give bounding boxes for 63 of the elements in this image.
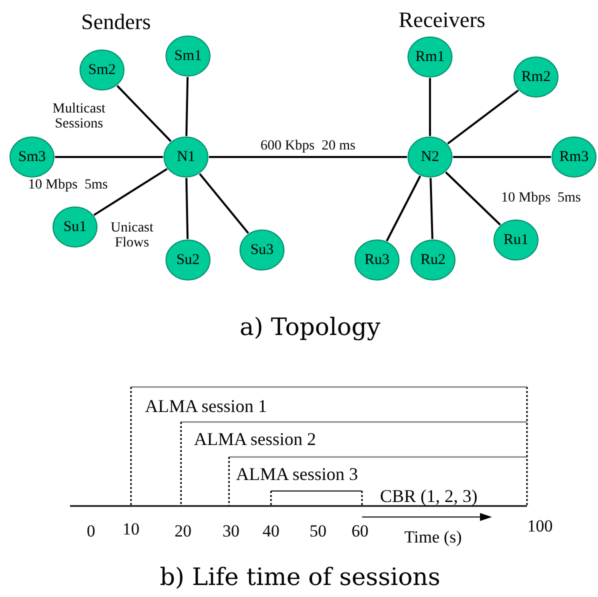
node-label: Su2	[176, 252, 200, 268]
bar-label: ALMA session 1	[145, 397, 268, 417]
group-heading: Senders	[81, 10, 151, 34]
node-label: Rm1	[415, 48, 445, 66]
link-line	[386, 176, 422, 242]
link-annotation: 10 Mbps 5ms	[28, 177, 108, 193]
annotation: Multicast Sessions	[52, 102, 106, 132]
link-annotation: 10 Mbps 5ms	[501, 190, 581, 206]
link-line	[185, 76, 189, 136]
network-node	[9, 136, 55, 178]
edge-label: 600 Kbps 20 ms	[260, 138, 356, 154]
bar-label: ALMA session 3	[236, 465, 358, 485]
link-line	[198, 173, 250, 234]
network-node	[79, 49, 125, 91]
link-line	[447, 90, 519, 144]
node-label: N2	[420, 148, 440, 166]
tick-label: 30	[222, 522, 240, 542]
node-label: Ru3	[364, 252, 390, 268]
network-node	[410, 239, 456, 281]
figure-caption: a) Topology	[240, 314, 380, 340]
network-node	[52, 206, 98, 248]
link-line	[93, 168, 168, 216]
network-node	[354, 239, 400, 281]
node-label: Ru1	[503, 232, 528, 248]
tick-label: 60	[352, 522, 368, 542]
node-label: N1	[176, 148, 196, 166]
node-label: Sm2	[88, 62, 116, 78]
network-node	[551, 136, 597, 178]
network-node	[513, 56, 559, 98]
node-label: Ru2	[420, 252, 446, 268]
tick-label: 0	[86, 522, 96, 542]
tick-label: 50	[310, 522, 326, 542]
figure-caption: b) Life time of sessions	[160, 564, 440, 590]
link-line	[55, 156, 163, 158]
axis-title: Time (s)	[404, 528, 462, 548]
network-node	[165, 35, 211, 77]
link-line	[116, 85, 172, 142]
bar-label: CBR (1, 2, 3)	[380, 487, 478, 507]
network-node	[493, 219, 539, 261]
tick-label: 10	[122, 520, 140, 540]
node-label: Sm1	[174, 48, 202, 64]
network-node	[163, 136, 209, 178]
link-line	[445, 172, 501, 226]
tick-label: 100	[527, 518, 553, 536]
bar-label: ALMA session 2	[194, 430, 316, 450]
network-node	[165, 239, 211, 281]
link-line	[453, 156, 551, 158]
annotation: Unicast Flows	[110, 220, 154, 252]
network-node	[407, 136, 453, 178]
node-label: Rm2	[521, 68, 551, 86]
network-node	[239, 229, 285, 271]
link-line	[209, 156, 407, 158]
tick-label: 20	[174, 522, 192, 542]
link-line	[429, 78, 431, 136]
tick-label: 40	[262, 522, 280, 542]
node-label: Sm3	[18, 148, 46, 166]
node-label: Su3	[250, 242, 274, 258]
node-label: Rm3	[559, 148, 589, 166]
node-label: Su1	[63, 218, 87, 236]
group-heading: Receivers	[398, 8, 486, 32]
link-line	[185, 178, 189, 240]
network-node	[407, 36, 453, 78]
link-line	[430, 178, 434, 240]
